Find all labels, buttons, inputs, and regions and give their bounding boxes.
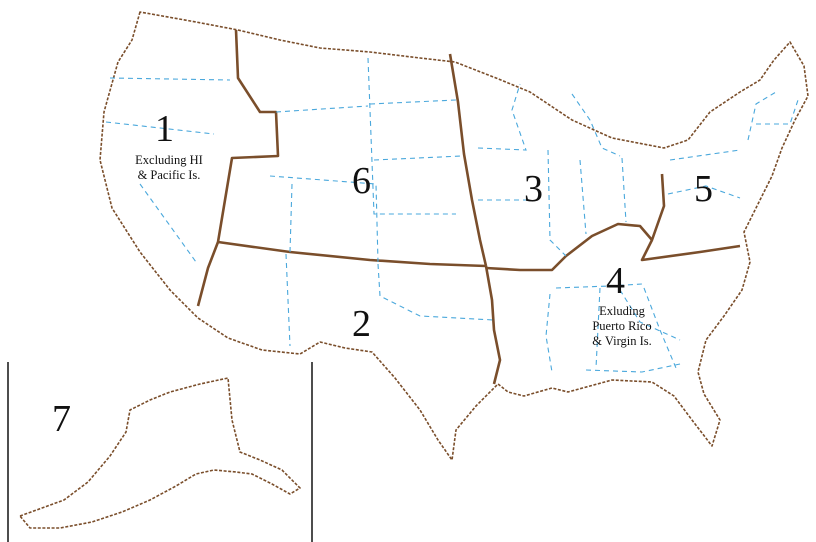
- region-3-4-boundary: [485, 173, 666, 272]
- region-2-number: 2: [352, 303, 371, 345]
- contiguous-us-outline: [99, 11, 809, 461]
- region-1-boundary: [196, 29, 280, 307]
- region-4-note-line-2: Puerto Rico: [592, 318, 652, 333]
- state-boundary-ga-sc: [619, 287, 681, 369]
- state-boundary-va-md: [667, 185, 741, 199]
- region-3-number: 3: [524, 168, 543, 210]
- state-boundary-il-in: [547, 149, 567, 257]
- state-boundary-wa-or: [109, 77, 231, 81]
- state-boundary-mn-wi: [477, 83, 527, 151]
- state-boundary-dakotas: [367, 57, 456, 215]
- region-4-5-boundary: [640, 239, 741, 262]
- region-4-note: Exluding Puerto Rico & Virgin Is.: [562, 304, 682, 348]
- state-boundary-ms-al: [545, 287, 601, 373]
- region-6-number: 6: [352, 160, 371, 202]
- state-boundary-mi: [571, 93, 621, 157]
- region-4-number: 4: [606, 260, 625, 302]
- region-3-6-boundary: [448, 53, 488, 267]
- region-1-number: 1: [155, 108, 174, 150]
- state-boundary-ut-co: [289, 183, 293, 253]
- region-2-4-boundary: [484, 265, 502, 385]
- alaska-inset-frame: [7, 362, 313, 542]
- state-boundary-new-england: [747, 91, 799, 141]
- region-5-number: 5: [694, 168, 713, 210]
- state-boundary-id-mt: [275, 105, 369, 113]
- state-boundary-ok-tx: [377, 263, 495, 321]
- state-boundary-oh-pa: [621, 157, 627, 223]
- region-7-number: 7: [52, 398, 71, 440]
- region-1-note: Excluding HI & Pacific Is.: [104, 153, 234, 183]
- state-boundary-nd-sd: [369, 99, 457, 105]
- region-1-note-line-2: & Pacific Is.: [137, 167, 201, 182]
- region-2-6-boundary: [217, 240, 487, 268]
- region-4-note-line-1: Exluding: [599, 304, 645, 318]
- state-boundary-nm-tx: [285, 253, 291, 347]
- state-boundary-pa-ny: [669, 149, 741, 161]
- state-boundary-or-ca: [105, 121, 215, 135]
- state-boundary-sd-ne: [373, 155, 463, 161]
- state-boundary-tn-south: [555, 283, 643, 289]
- region-1-note-line-1: Excluding HI: [135, 153, 203, 167]
- region-4-note-line-3: & Virgin Is.: [592, 333, 652, 348]
- alaska-outline: [19, 377, 301, 529]
- state-boundary-ca-nv: [139, 183, 197, 263]
- state-boundary-fl: [585, 363, 681, 373]
- state-boundary-in-oh: [579, 159, 587, 235]
